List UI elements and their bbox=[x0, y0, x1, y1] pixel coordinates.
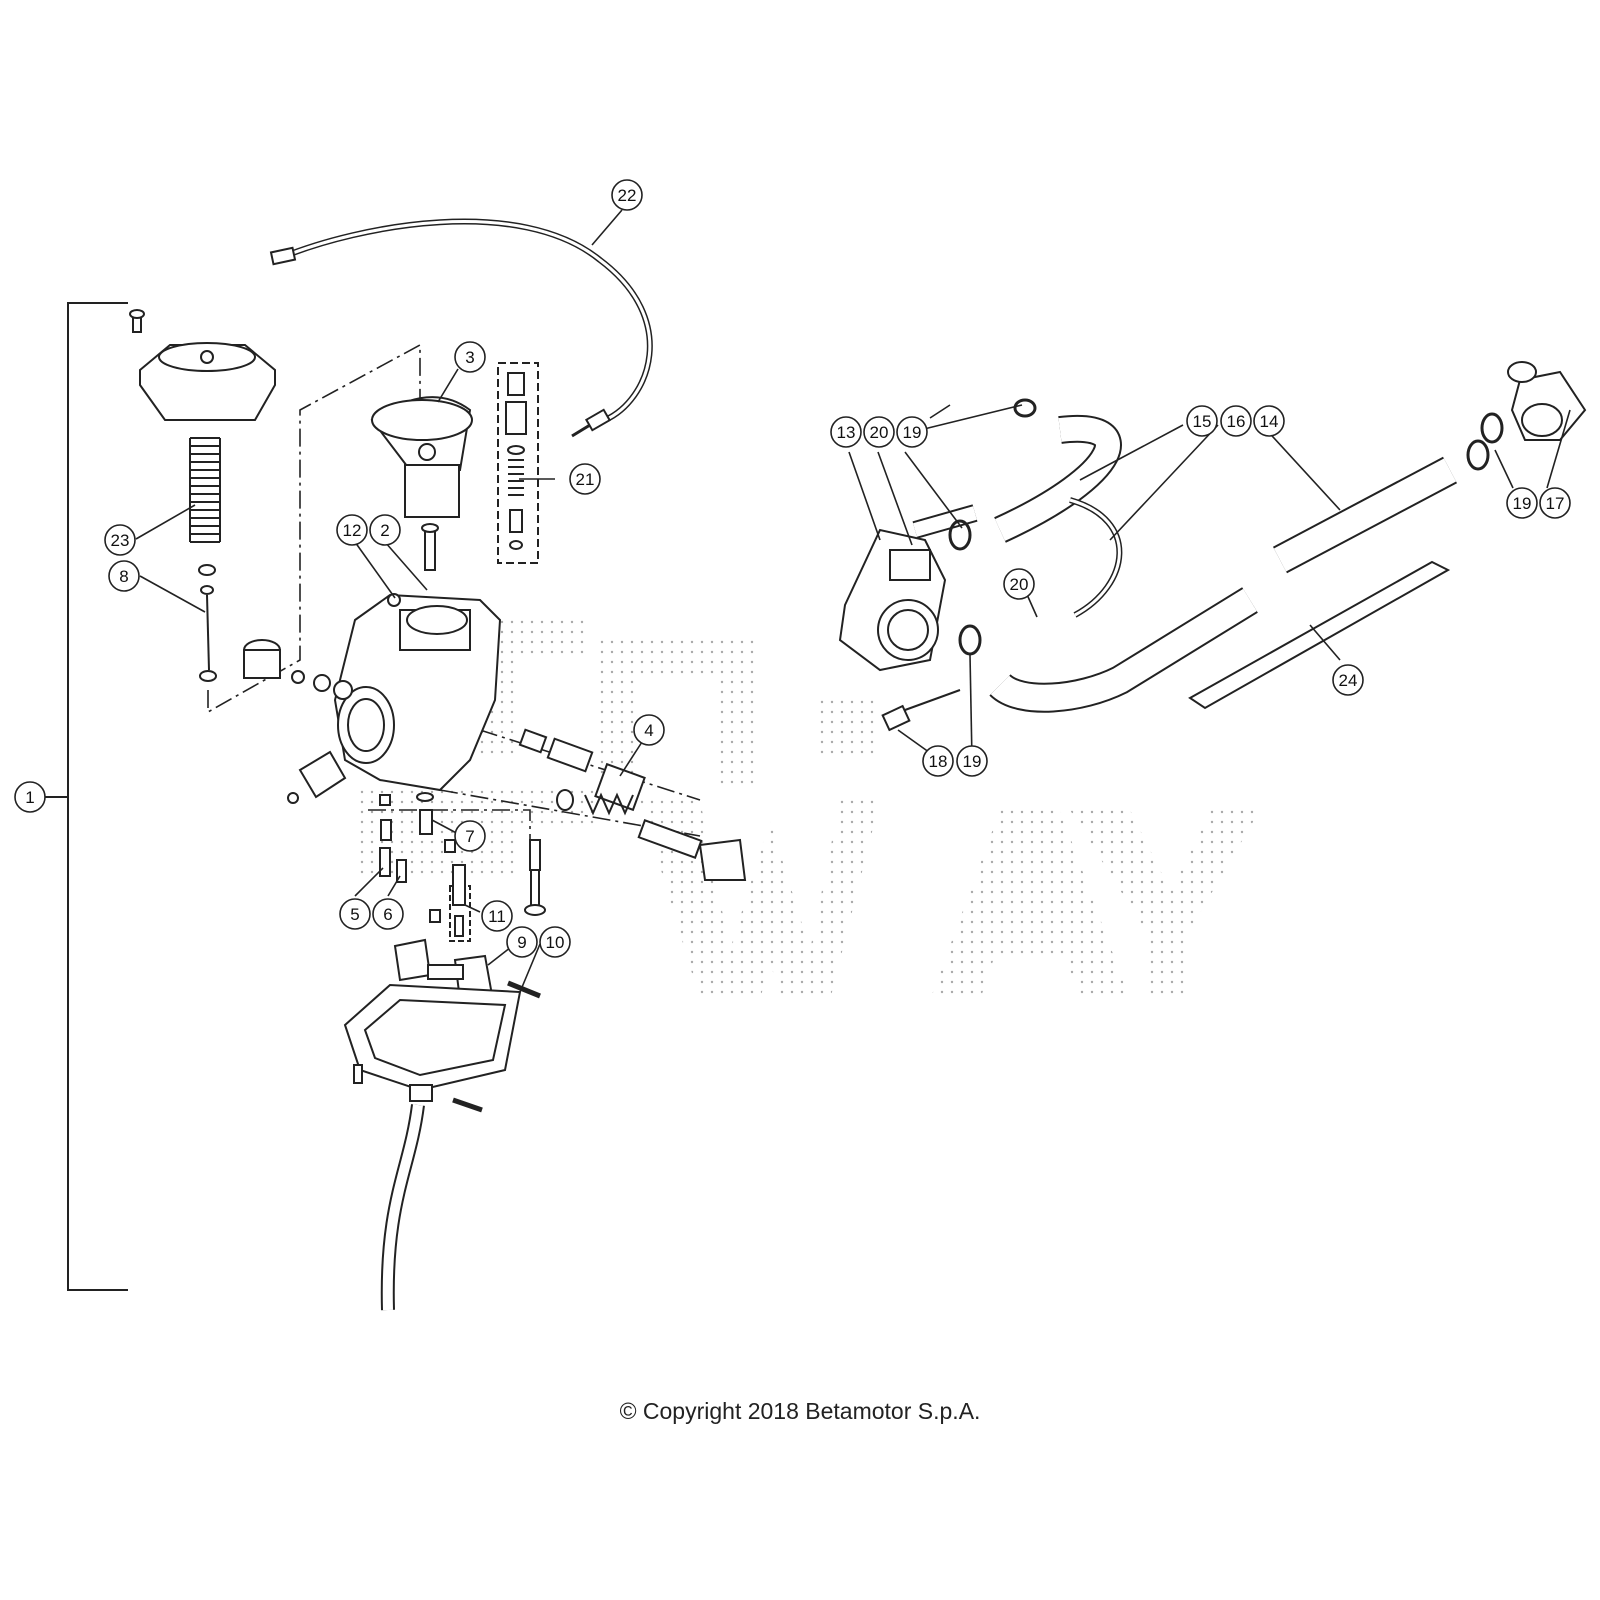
callouts: 1 2 3 4 5 6 7 8 9 10 11 12 13 14 15 16 1… bbox=[14, 179, 1571, 958]
carburetor-top-cover bbox=[129, 309, 276, 421]
svg-text:1: 1 bbox=[25, 788, 34, 807]
kit-bracket bbox=[42, 302, 128, 1291]
svg-text:14: 14 bbox=[1260, 412, 1279, 431]
svg-text:8: 8 bbox=[119, 567, 128, 586]
callout-24: 24 bbox=[1332, 664, 1364, 696]
callout-8: 8 bbox=[108, 560, 140, 592]
callout-15: 15 bbox=[1186, 405, 1218, 437]
callout-19-c: 19 bbox=[1506, 487, 1538, 519]
svg-text:20: 20 bbox=[870, 423, 889, 442]
svg-text:10: 10 bbox=[546, 933, 565, 952]
callout-9: 9 bbox=[506, 926, 538, 958]
callout-22: 22 bbox=[611, 179, 643, 211]
svg-text:17: 17 bbox=[1546, 494, 1565, 513]
choke-cable bbox=[269, 218, 653, 438]
callout-10: 10 bbox=[539, 926, 571, 958]
hose-assembly bbox=[912, 414, 1458, 713]
callout-19-b: 19 bbox=[956, 745, 988, 777]
svg-text:18: 18 bbox=[929, 752, 948, 771]
callout-17: 17 bbox=[1539, 487, 1571, 519]
svg-text:16: 16 bbox=[1227, 412, 1246, 431]
svg-text:5: 5 bbox=[350, 905, 359, 924]
callout-11: 11 bbox=[481, 900, 513, 932]
callout-13: 13 bbox=[830, 416, 862, 448]
choke-plunger bbox=[518, 728, 747, 881]
svg-text:13: 13 bbox=[837, 423, 856, 442]
svg-text:6: 6 bbox=[383, 905, 392, 924]
float-bowl bbox=[343, 938, 541, 1113]
intake-valve-body bbox=[838, 528, 947, 672]
svg-text:19: 19 bbox=[903, 423, 922, 442]
svg-text:9: 9 bbox=[517, 933, 526, 952]
callout-4: 4 bbox=[633, 714, 665, 746]
slide-spring bbox=[189, 437, 221, 682]
svg-text:11: 11 bbox=[488, 907, 506, 926]
piston-slide bbox=[243, 639, 281, 679]
svg-text:2: 2 bbox=[380, 521, 389, 540]
callout-2: 2 bbox=[369, 514, 401, 546]
callout-12: 12 bbox=[336, 514, 368, 546]
svg-text:21: 21 bbox=[576, 470, 595, 489]
svg-text:20: 20 bbox=[1010, 575, 1029, 594]
callout-1: 1 bbox=[14, 781, 46, 813]
watermark bbox=[360, 620, 1260, 1000]
diaphragm bbox=[370, 396, 473, 518]
svg-text:19: 19 bbox=[963, 752, 982, 771]
svg-text:19: 19 bbox=[1513, 494, 1532, 513]
callout-16: 16 bbox=[1220, 405, 1252, 437]
tube-fitting bbox=[881, 689, 961, 732]
callout-21: 21 bbox=[569, 463, 601, 495]
svg-text:3: 3 bbox=[465, 348, 474, 367]
callout-19: 19 bbox=[896, 416, 928, 448]
callout-3: 3 bbox=[454, 341, 486, 373]
callout-20: 20 bbox=[863, 416, 895, 448]
jets-and-screws bbox=[379, 792, 546, 942]
drain-hose bbox=[380, 1104, 425, 1311]
callout-6: 6 bbox=[372, 898, 404, 930]
callout-20-b: 20 bbox=[1003, 568, 1035, 600]
svg-text:7: 7 bbox=[465, 827, 474, 846]
svg-text:4: 4 bbox=[644, 721, 653, 740]
svg-text:12: 12 bbox=[343, 521, 362, 540]
callout-23: 23 bbox=[104, 524, 136, 556]
callout-18: 18 bbox=[922, 745, 954, 777]
svg-text:24: 24 bbox=[1339, 671, 1358, 690]
callout-5: 5 bbox=[339, 898, 371, 930]
svg-text:22: 22 bbox=[618, 186, 637, 205]
svg-text:15: 15 bbox=[1193, 412, 1212, 431]
copyright-notice: © Copyright 2018 Betamotor S.p.A. bbox=[619, 1398, 981, 1424]
carburetor-body bbox=[287, 523, 502, 804]
jet-assembly bbox=[497, 362, 539, 564]
callout-7: 7 bbox=[454, 820, 486, 852]
callout-14: 14 bbox=[1253, 405, 1285, 437]
hose-clamps bbox=[948, 398, 1504, 656]
svg-text:23: 23 bbox=[111, 531, 130, 550]
elbow-fitting bbox=[1507, 361, 1587, 441]
